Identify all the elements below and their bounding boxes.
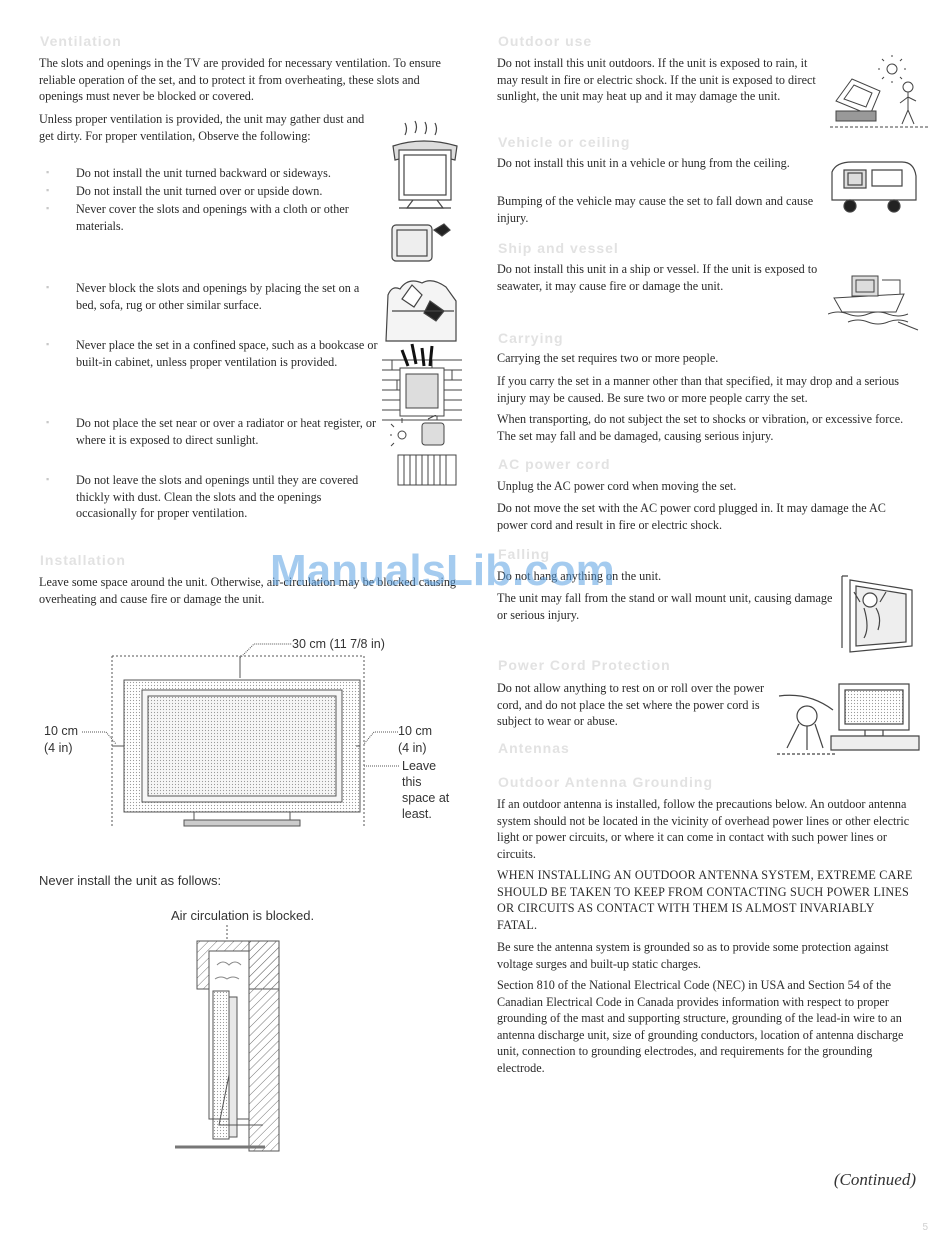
bullet-marker: ▪	[46, 185, 50, 195]
section-heading-outdoor-use: Outdoor use	[498, 33, 593, 49]
ship-text: Do not install this unit in a ship or ve…	[497, 262, 818, 293]
hanging-on-tv-illustration	[841, 575, 913, 653]
outdoor-sun-illustration	[830, 55, 930, 128]
section-heading-antenna-grounding: Outdoor Antenna Grounding	[498, 774, 714, 790]
leader-line	[363, 731, 398, 745]
watermark: ManualsLib.com	[270, 546, 615, 595]
bullet-marker: ▪	[46, 167, 50, 177]
carrying-warning: If you carry the set in a manner other t…	[497, 374, 900, 405]
clearance-left-label-imperial: (4 in)	[44, 741, 73, 755]
bullet-marker: ▪	[46, 417, 50, 427]
clearance-top-label: 30 cm (11 7/8 in)	[292, 637, 385, 651]
ac-cord-text: Unplug the AC power cord when moving the…	[497, 479, 737, 493]
leave-space-label: this	[402, 775, 422, 789]
ventilation-notice: Unless proper ventilation is provided, t…	[39, 112, 365, 143]
leader-line	[240, 643, 292, 659]
falling-warning: The unit may fall from the stand or wall…	[497, 591, 833, 622]
leave-space-label: least.	[402, 807, 432, 821]
section-heading-ac-power-cord: AC power cord	[498, 456, 611, 472]
power-cord-illustration	[777, 683, 920, 755]
clearance-right-label: 10 cm	[398, 724, 433, 738]
tv-on-sofa-illustration	[385, 223, 457, 342]
leave-space-label: space at	[402, 791, 450, 805]
wall-mount-side-view-illustration	[175, 925, 280, 1152]
tv-near-radiator-illustration	[390, 415, 457, 486]
carrying-transport: When transporting, do not subject the se…	[497, 412, 904, 443]
vehicle-illustration	[831, 161, 917, 213]
page-number: 5	[922, 1222, 928, 1233]
bullet-marker: ▪	[46, 339, 50, 349]
leader-line	[364, 765, 400, 767]
falling-text: Do not hang anything on the unit.	[497, 569, 662, 583]
power-cord-text: Do not allow anything to rest on or roll…	[497, 681, 765, 729]
antenna-grounding-warning: WHEN INSTALLING AN OUTDOOR ANTENNA SYSTE…	[497, 868, 913, 932]
antenna-grounding-protection: Be sure the antenna system is grounded s…	[497, 940, 889, 971]
section-heading-power-cord-protection: Power Cord Protection	[498, 657, 671, 673]
air-blocked-label: Air circulation is blocked.	[171, 908, 315, 923]
outdoor-use-text: Do not install this unit outdoors. If th…	[497, 56, 816, 104]
clearance-left-label: 10 cm	[44, 724, 79, 738]
section-heading-vehicle: Vehicle or ceiling	[498, 134, 631, 150]
bullet-marker: ▪	[46, 203, 50, 213]
bullet-marker: ▪	[46, 474, 50, 484]
ship-illustration	[828, 275, 919, 331]
tv-in-bookcase-illustration	[382, 343, 462, 421]
bullet-marker: ▪	[46, 282, 50, 292]
leader-line	[82, 731, 117, 745]
tv-covered-cloth-illustration	[392, 120, 458, 209]
section-heading-carrying: Carrying	[498, 330, 564, 346]
section-heading-installation: Installation	[40, 552, 126, 568]
bullet-item: Do not leave the slots and openings unti…	[76, 473, 359, 521]
carrying-text: Carrying the set requires two or more pe…	[497, 351, 719, 365]
section-heading-antennas: Antennas	[498, 740, 570, 756]
bullet-item: Do not install the unit turned backward …	[76, 166, 331, 180]
bullet-item: Never place the set in a confined space,…	[76, 338, 378, 369]
bullet-item: Do not install the unit turned over or u…	[76, 184, 323, 198]
bullet-item: Do not place the set near or over a radi…	[76, 416, 377, 447]
clearance-diagram	[111, 655, 365, 828]
antenna-grounding-text: If an outdoor antenna is installed, foll…	[497, 797, 910, 861]
bullet-item: Never cover the slots and openings with …	[76, 202, 349, 233]
ventilation-intro: The slots and openings in the TV are pro…	[39, 56, 441, 104]
antenna-grounding-nec: Section 810 of the National Electrical C…	[497, 978, 904, 1075]
section-heading-ventilation: Ventilation	[40, 33, 122, 49]
installation-text: Leave some space around the unit. Otherw…	[39, 575, 457, 606]
ac-cord-warning: Do not move the set with the AC power co…	[497, 501, 886, 532]
never-install-label: Never install the unit as follows:	[39, 873, 222, 888]
bullet-item: Never block the slots and openings by pl…	[76, 281, 360, 312]
continued-label: (Continued)	[833, 1170, 916, 1189]
clearance-right-label-imperial: (4 in)	[398, 741, 427, 755]
section-heading-ship: Ship and vessel	[498, 240, 619, 256]
section-heading-falling: Falling	[498, 546, 551, 562]
leave-space-label: Leave	[402, 759, 437, 773]
vehicle-text: Do not install this unit in a vehicle or…	[497, 156, 790, 170]
vehicle-warning: Bumping of the vehicle may cause the set…	[497, 194, 814, 225]
